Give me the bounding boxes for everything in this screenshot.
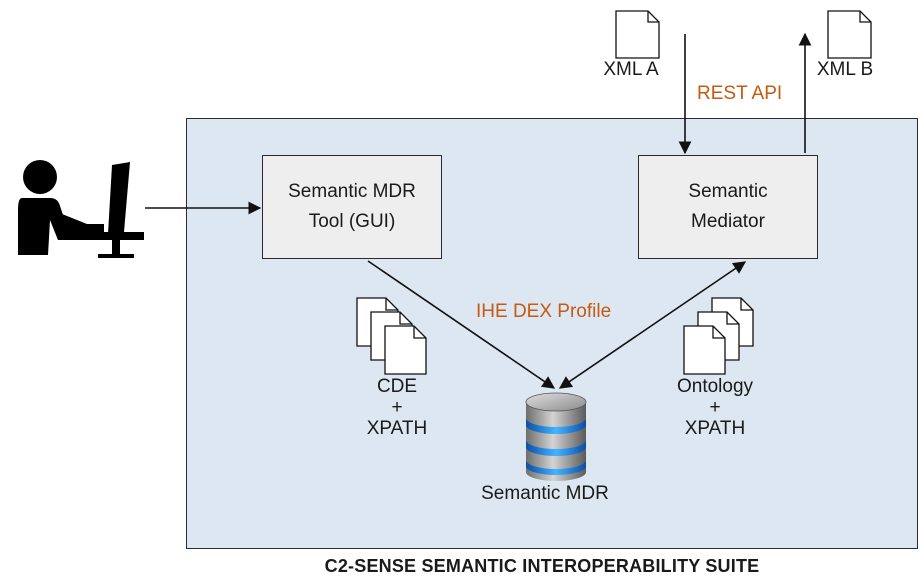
xml-a-label: XML A (603, 59, 659, 80)
suite-title: C2-SENSE SEMANTIC INTEROPERABILITY SUITE (324, 556, 760, 576)
xml-b-document-icon (827, 10, 872, 59)
semantic-mdr-tool-label: Semantic MDR Tool (GUI) (288, 181, 416, 232)
rest-api-label: REST API (697, 83, 783, 104)
xml-a-document-icon (615, 10, 660, 59)
cde-document-stack-icon (356, 297, 427, 375)
tool-to-mdr-arrow (367, 260, 556, 389)
user-at-computer-icon (18, 160, 144, 258)
ihe-dex-profile-label: IHE DEX Profile (476, 301, 612, 322)
semantic-mediator-label: Semantic Mediator (688, 181, 768, 232)
mediator-mdr-arrow (558, 261, 747, 389)
ontology-document-stack-icon (683, 297, 754, 375)
semantic-mdr-label: Semantic MDR (481, 483, 609, 504)
cde-xpath-label: CDE + XPATH (366, 376, 428, 439)
database-icon (525, 392, 587, 481)
xml-b-label: XML B (816, 59, 874, 80)
semantic-mediator-box: Semantic Mediator (638, 155, 818, 259)
ontology-xpath-label: Ontology + XPATH (676, 376, 754, 439)
semantic-mdr-tool-box: Semantic MDR Tool (GUI) (262, 155, 442, 259)
